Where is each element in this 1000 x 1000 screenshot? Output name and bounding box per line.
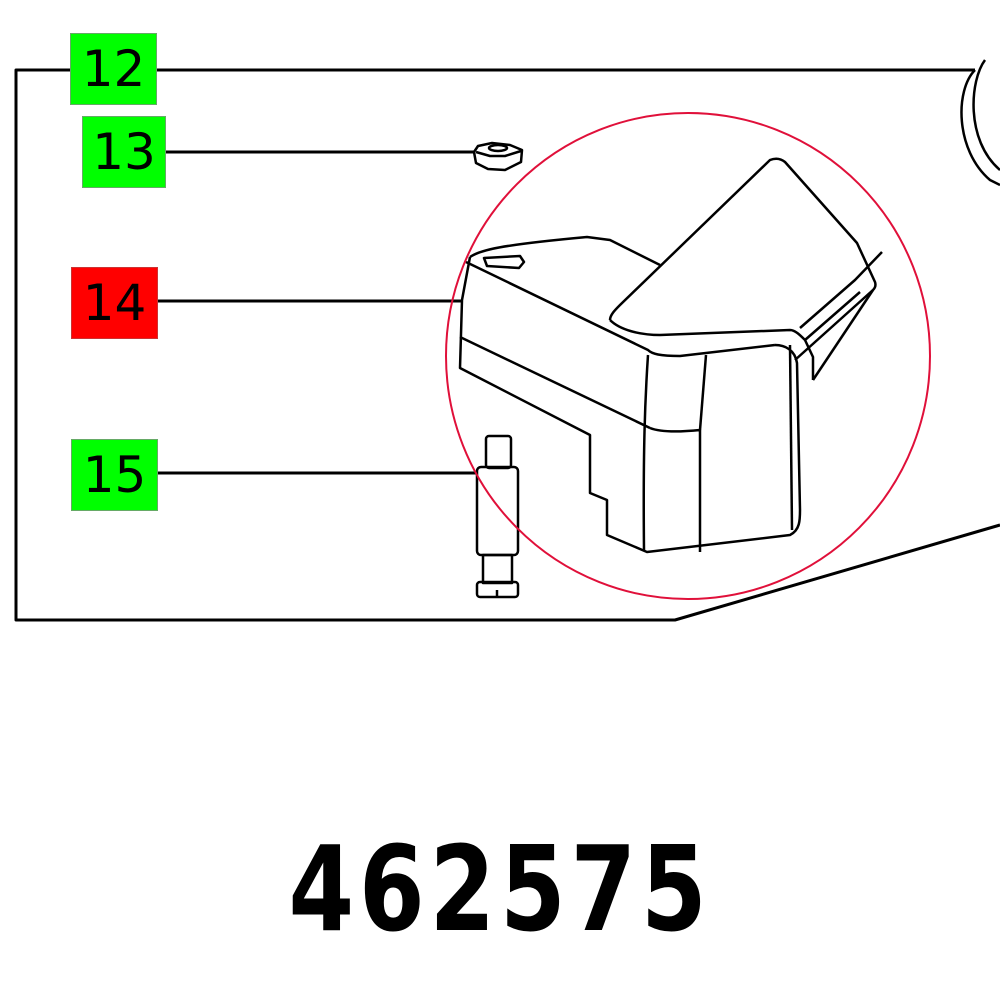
- highlight-circle: [445, 112, 931, 600]
- assembly-bracket-line: [14, 68, 1000, 622]
- callout-13[interactable]: 13: [82, 116, 166, 188]
- part-14-cover: [458, 157, 883, 554]
- callout-14[interactable]: 14: [71, 267, 158, 339]
- part-15-pin: [475, 434, 520, 599]
- part-13-nut: [472, 141, 524, 172]
- callout-12[interactable]: 12: [70, 33, 157, 105]
- part-12-housing: [960, 59, 1000, 187]
- callout-15[interactable]: 15: [71, 439, 158, 511]
- part-number: 462575: [288, 820, 712, 958]
